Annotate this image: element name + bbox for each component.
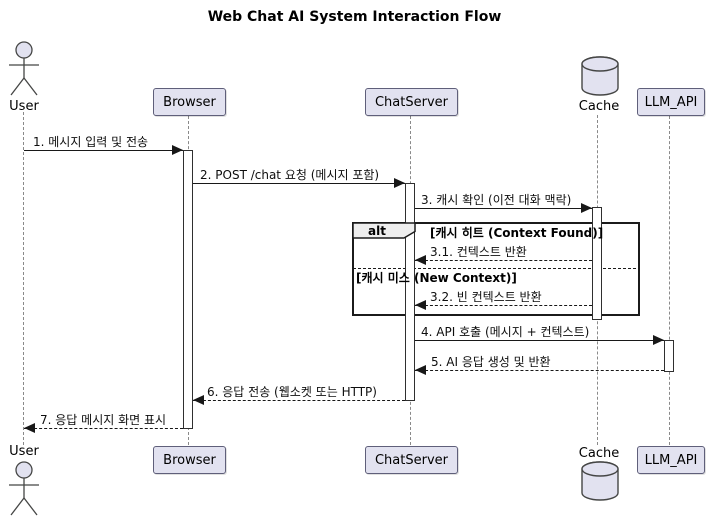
message-3-1-arrowhead xyxy=(415,255,426,265)
message-6-arrowhead xyxy=(193,395,204,405)
message-4-label: 4. API 호출 (메시지 + 컨텍스트) xyxy=(421,325,590,339)
message-4-line xyxy=(415,340,664,341)
message-3-2-arrowhead xyxy=(415,300,426,310)
activation-cache xyxy=(592,207,602,320)
message-5-arrowhead xyxy=(415,365,426,375)
message-3-1-line xyxy=(415,260,592,261)
message-2-line xyxy=(193,183,405,184)
database-cache-bottom-icon xyxy=(580,460,620,502)
lifeline-user xyxy=(23,112,24,445)
message-7-arrowhead xyxy=(24,423,35,433)
message-6-label: 6. 응답 전송 (웹소켓 또는 HTTP) xyxy=(207,385,377,399)
diagram-title: Web Chat AI System Interaction Flow xyxy=(207,9,502,25)
message-3-2-line xyxy=(415,305,592,306)
actor-user-bottom-label: User xyxy=(9,444,39,459)
message-1-arrowhead xyxy=(172,145,183,155)
alt-guard-cache-miss: [캐시 미스 (New Context)] xyxy=(356,271,517,285)
message-1-line xyxy=(24,150,183,151)
activation-llm-api xyxy=(664,340,674,372)
message-3-1-label: 3.1. 컨텍스트 반환 xyxy=(430,245,527,259)
message-2-arrowhead xyxy=(394,178,405,188)
lifeline-llm-api xyxy=(669,116,670,445)
activation-chatserver xyxy=(405,183,415,401)
participant-chatserver-bottom: ChatServer xyxy=(365,446,458,474)
alt-fragment-operator-tab: alt xyxy=(352,222,416,239)
alt-fragment-box xyxy=(352,222,640,316)
message-3-arrowhead xyxy=(581,203,592,213)
message-7-line xyxy=(24,428,183,429)
message-6-line xyxy=(193,400,405,401)
activation-browser xyxy=(183,150,193,429)
message-2-label: 2. POST /chat 요청 (메시지 포함) xyxy=(200,168,380,182)
database-cache-bottom-label: Cache xyxy=(578,446,620,461)
actor-user-top-icon xyxy=(6,41,42,97)
message-4-arrowhead xyxy=(653,335,664,345)
message-3-label: 3. 캐시 확인 (이전 대화 맥락) xyxy=(421,193,572,207)
participant-llm-api-top: LLM_API xyxy=(637,88,705,116)
message-5-line xyxy=(415,370,664,371)
actor-user-bottom-icon xyxy=(6,460,42,518)
participant-browser-top: Browser xyxy=(153,88,226,116)
alt-guard-cache-hit: [캐시 히트 (Context Found)] xyxy=(430,226,604,240)
participant-browser-bottom: Browser xyxy=(153,446,226,474)
database-cache-top-icon xyxy=(580,55,620,97)
actor-user-top-label: User xyxy=(9,99,39,114)
participant-llm-api-bottom: LLM_API xyxy=(637,446,705,474)
message-7-label: 7. 응답 메시지 화면 표시 xyxy=(40,413,167,427)
message-5-label: 5. AI 응답 생성 및 반환 xyxy=(431,355,551,369)
database-cache-top-label: Cache xyxy=(578,99,620,114)
alt-operator-label: alt xyxy=(368,224,386,238)
participant-chatserver-top: ChatServer xyxy=(365,88,458,116)
alt-fragment-divider xyxy=(353,268,636,269)
message-3-2-label: 3.2. 빈 컨텍스트 반환 xyxy=(430,290,542,304)
message-1-label: 1. 메시지 입력 및 전송 xyxy=(33,135,149,149)
message-3-line xyxy=(415,208,592,209)
